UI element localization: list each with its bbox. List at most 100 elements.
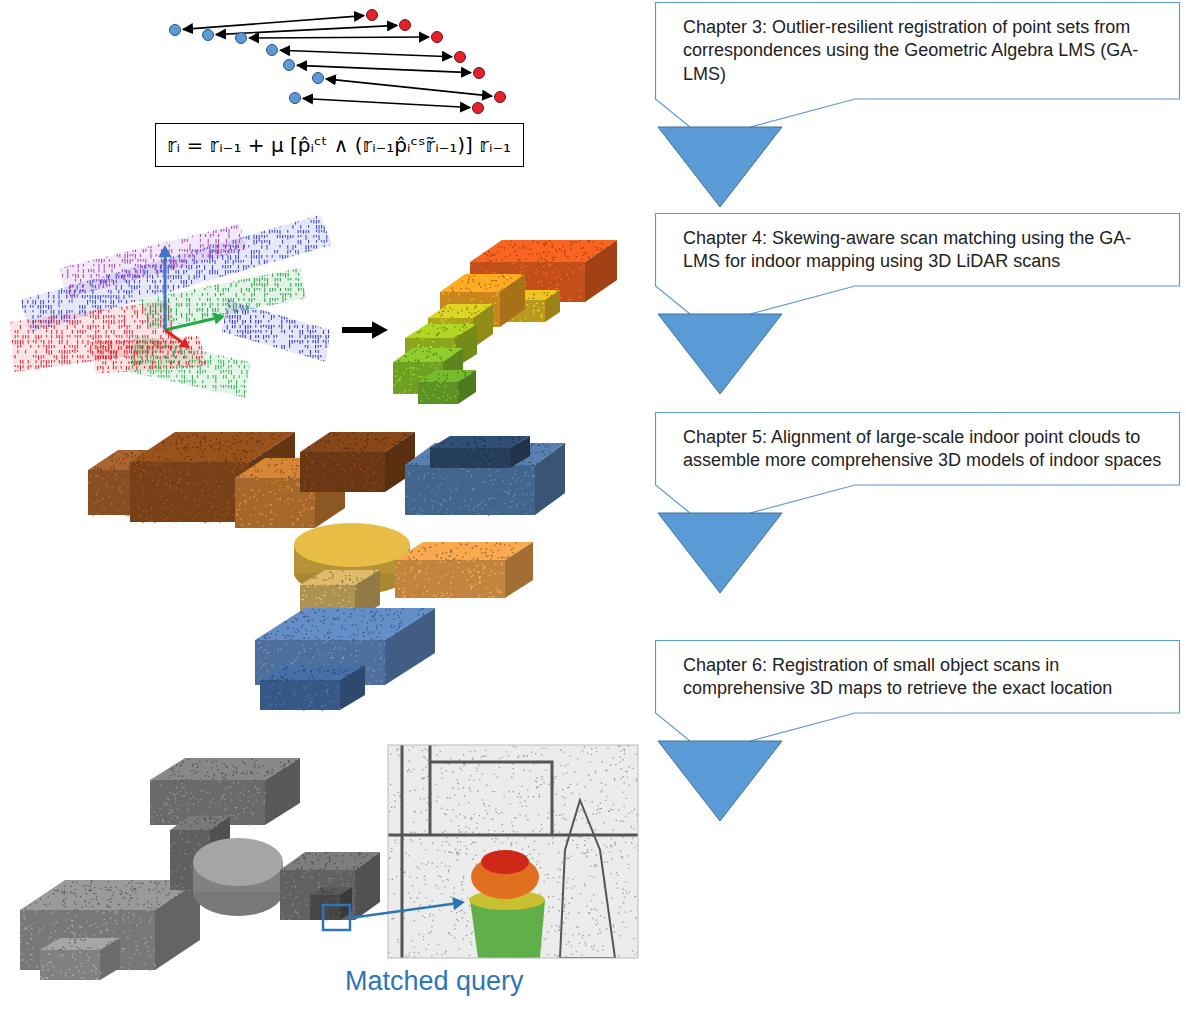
callout-outline <box>656 641 1180 742</box>
correspondence-arrow <box>183 16 364 30</box>
model-block <box>264 680 341 711</box>
transition-arrow <box>372 321 388 339</box>
source-point <box>284 60 295 71</box>
map-block <box>170 816 230 830</box>
lidar-scan-figure <box>10 215 388 400</box>
map-rotunda <box>193 838 283 886</box>
map-block <box>310 895 340 920</box>
map-block <box>310 887 352 895</box>
chapter-title: Chapter 4: Skewing-aware scan matching u… <box>683 227 1164 274</box>
zoom-leader <box>452 897 465 910</box>
axis-arrow <box>165 318 214 330</box>
correspondence-arrow <box>326 79 492 96</box>
model-block <box>300 432 415 452</box>
zoom-tower <box>560 800 615 958</box>
model-block <box>431 448 511 468</box>
zoom-frame <box>388 745 638 958</box>
model-rotunda <box>294 523 410 567</box>
model-block <box>430 448 510 468</box>
zoom-background <box>388 745 638 958</box>
source-point <box>236 33 247 44</box>
map-block <box>150 758 300 780</box>
map-block <box>421 383 459 402</box>
map-block <box>418 382 458 404</box>
point-cloud-model <box>88 432 565 711</box>
map-block <box>416 324 475 339</box>
correspondence-arrow <box>297 65 471 72</box>
model-block <box>395 560 505 598</box>
model-block <box>300 570 380 585</box>
model-block <box>439 436 521 448</box>
source-point <box>267 45 278 56</box>
callout-arrowhead <box>658 314 782 394</box>
indoor-map-figure <box>393 240 617 404</box>
lidar-scan-points <box>90 336 204 376</box>
callout-outline <box>656 413 1180 514</box>
model-block <box>258 640 386 686</box>
map-block <box>440 274 525 292</box>
model-block <box>133 462 250 523</box>
model-block <box>308 432 410 453</box>
map-block <box>428 304 493 318</box>
target-point <box>367 10 378 21</box>
model-block <box>260 665 365 680</box>
model-block <box>396 560 505 599</box>
callout-arrowhead <box>658 127 782 207</box>
map-block <box>418 370 476 382</box>
map-block <box>284 852 373 871</box>
zoom-leader <box>350 904 453 918</box>
map-block <box>46 938 116 951</box>
target-point <box>455 52 466 63</box>
map-block <box>405 324 477 338</box>
map-block <box>320 888 342 896</box>
callout-arrowhead <box>658 513 782 593</box>
map-block <box>398 348 452 363</box>
chapter-title: Chapter 6: Registration of small object … <box>683 654 1164 701</box>
model-block <box>258 608 425 641</box>
model-block <box>405 465 535 515</box>
transition-arrow <box>342 327 372 333</box>
zoom-structure <box>388 745 638 958</box>
model-block <box>304 452 385 492</box>
map-block <box>281 871 356 921</box>
target-point <box>473 103 484 114</box>
zoom-points <box>388 745 638 958</box>
chapter-title: Chapter 3: Outlier-resilient registratio… <box>683 16 1164 86</box>
formula-text: 𝕣ᵢ = 𝕣ᵢ₋₁ + μ [p̂ᵢᶜᵗ ∧ (𝕣ᵢ₋₁p̂ᵢᶜˢ𝕣̃ᵢ₋₁)]… <box>167 133 511 157</box>
map-block <box>393 348 463 362</box>
figure-label: Matched query <box>345 966 524 997</box>
model-block <box>408 542 517 561</box>
chapter-callout: Chapter 5: Alignment of large-scale indo… <box>655 412 1180 595</box>
correspondence-arrow <box>249 36 429 39</box>
map-block <box>181 816 224 830</box>
query-object <box>481 850 529 874</box>
correspondence-arrow <box>303 98 470 107</box>
map-block <box>444 274 524 292</box>
axis-arrow <box>213 313 225 325</box>
model-block <box>430 436 530 448</box>
map-block <box>40 951 101 979</box>
grey-map-figure <box>20 758 380 980</box>
axis-arrow <box>158 245 171 257</box>
target-point <box>474 68 485 79</box>
model-block <box>136 432 282 463</box>
lidar-scan-points <box>222 300 329 365</box>
target-point <box>432 32 443 43</box>
target-point <box>495 92 506 103</box>
correspondence-arrow <box>280 50 452 56</box>
source-point <box>290 93 301 104</box>
formula-box: 𝕣ᵢ = 𝕣ᵢ₋₁ + μ [p̂ᵢᶜᵗ ∧ (𝕣ᵢ₋₁p̂ᵢᶜˢ𝕣̃ᵢ₋₁)]… <box>155 123 524 167</box>
source-point <box>313 73 324 84</box>
map-block <box>424 371 474 383</box>
chapter-callout: Chapter 3: Outlier-resilient registratio… <box>655 2 1180 209</box>
model-block <box>255 640 385 685</box>
query-highlight <box>323 905 350 930</box>
map-block <box>168 759 297 782</box>
model-block <box>406 465 535 516</box>
callout-outline <box>656 214 1180 315</box>
chapter-callout: Chapter 4: Skewing-aware scan matching u… <box>655 213 1180 396</box>
source-point <box>170 25 181 36</box>
model-block <box>263 666 362 682</box>
